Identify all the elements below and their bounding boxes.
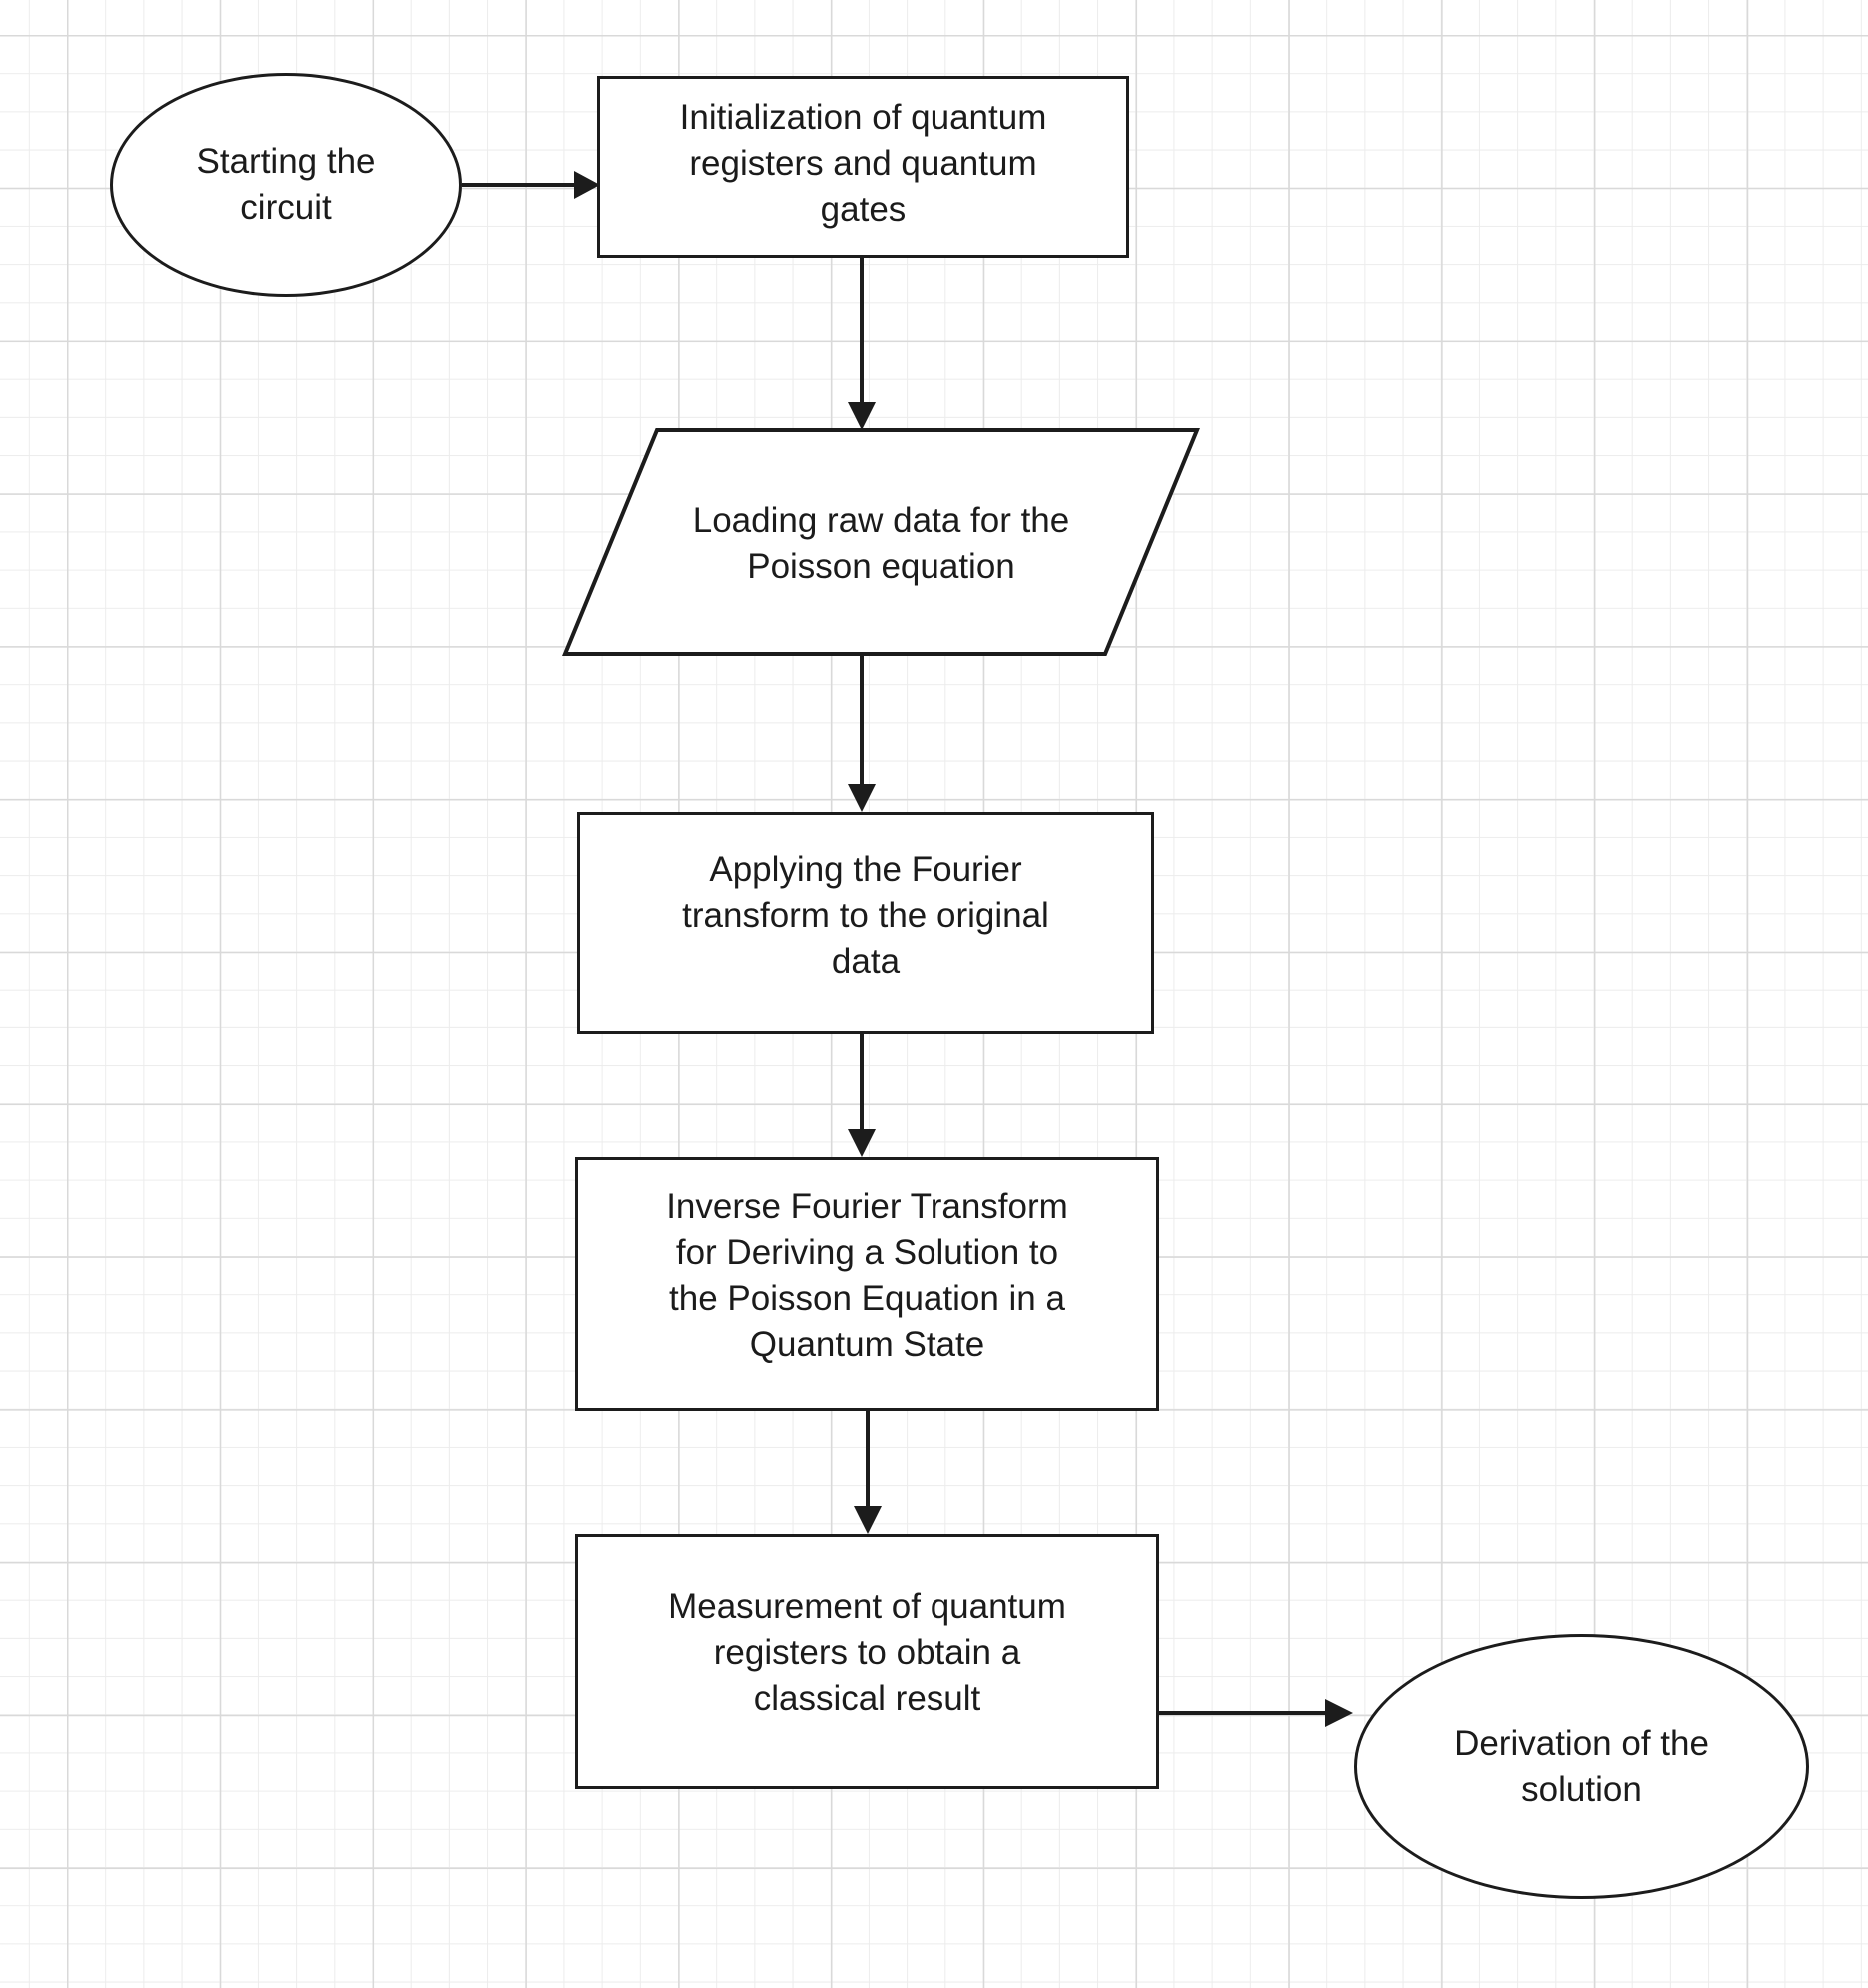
connector-start-to-init — [462, 171, 600, 199]
node-start-ellipse[interactable]: Starting the circuit — [110, 73, 462, 297]
node-initialization-label: Initialization of quantum registers and … — [679, 98, 1047, 229]
node-loading-data-parallelogram[interactable]: Loading raw data for the Poisson equatio… — [562, 428, 1200, 656]
node-loading-data-label: Loading raw data for the Poisson equatio… — [692, 501, 1070, 586]
connector-init-to-load — [848, 258, 876, 430]
node-start-label: Starting the circuit — [196, 142, 376, 227]
connector-inverse-to-measurement — [854, 1411, 882, 1534]
node-measurement-label: Measurement of quantum registers to obta… — [668, 1586, 1066, 1718]
node-inverse-fourier-box[interactable]: Inverse Fourier Transform for Deriving a… — [575, 1157, 1159, 1411]
node-end-label: Derivation of the solution — [1454, 1723, 1709, 1809]
parallelogram-outline — [562, 428, 1200, 656]
node-inverse-fourier-label: Inverse Fourier Transform for Deriving a… — [666, 1187, 1068, 1364]
connector-load-to-fourier — [848, 656, 876, 812]
node-measurement-box[interactable]: Measurement of quantum registers to obta… — [575, 1534, 1159, 1789]
node-fourier-transform-box[interactable]: Applying the Fourier transform to the or… — [577, 812, 1154, 1034]
node-initialization-box[interactable]: Initialization of quantum registers and … — [597, 76, 1129, 258]
connector-measurement-to-end — [1159, 1699, 1353, 1727]
connector-fourier-to-inverse — [848, 1034, 876, 1157]
node-fourier-transform-label: Applying the Fourier transform to the or… — [682, 849, 1049, 981]
node-end-ellipse[interactable]: Derivation of the solution — [1354, 1634, 1809, 1899]
